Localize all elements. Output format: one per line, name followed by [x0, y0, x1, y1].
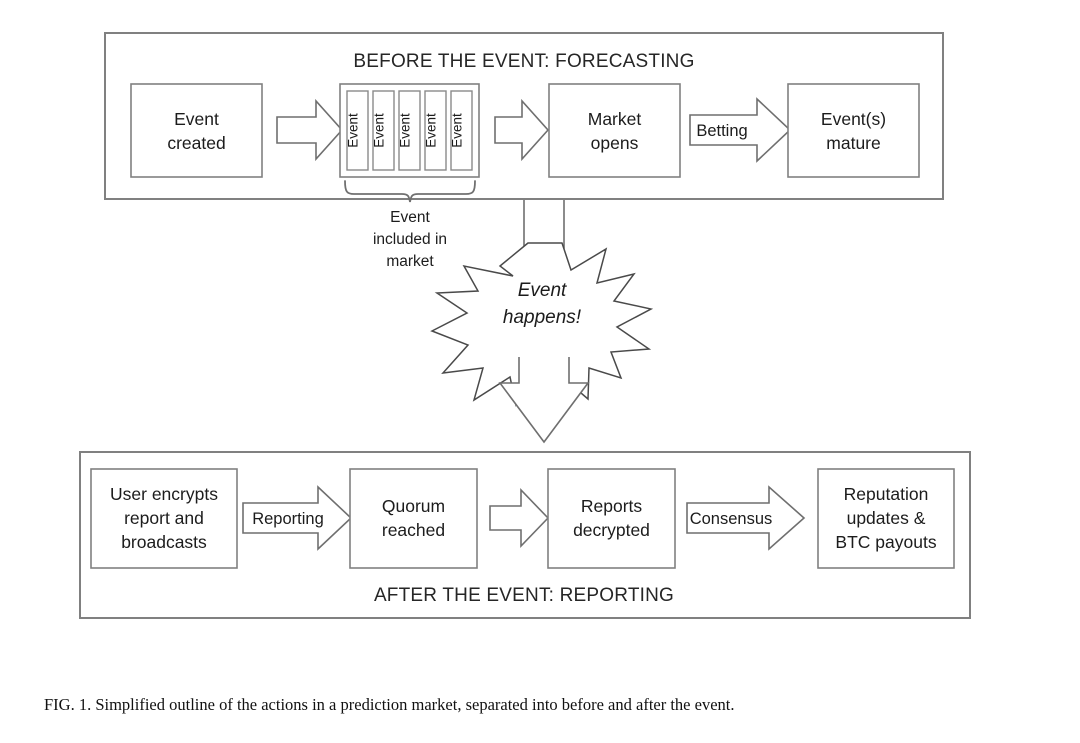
box-market-opens-line2: opens [591, 133, 639, 153]
event-stack-item-5[interactable] [450, 90, 473, 171]
box-reputation-payouts[interactable] [817, 468, 955, 569]
box-market-opens-line1: Market [588, 109, 642, 129]
event-stack-item-5-label: Event [450, 113, 465, 148]
arrow-decrypt-to-payouts [686, 485, 806, 551]
arrow-encrypt-to-quorum [242, 485, 353, 551]
arrow-stack-to-market [494, 98, 550, 162]
box-events-mature[interactable] [787, 83, 920, 178]
box-user-encrypts-line3: broadcasts [121, 532, 207, 552]
box-event-created-line2: created [167, 133, 225, 153]
arrow-decrypt-to-payouts-label: Consensus [690, 510, 773, 528]
box-reputation-payouts-line2: updates & [847, 508, 926, 528]
arrow-market-to-mature [689, 97, 792, 163]
arrow-burst-to-reporting [498, 357, 590, 444]
event-stack-item-4[interactable] [424, 90, 447, 171]
box-reputation-payouts-line3: BTC payouts [835, 532, 936, 552]
event-stack-item-2[interactable] [372, 90, 395, 171]
after-event-panel-title: AFTER THE EVENT: REPORTING [374, 585, 674, 606]
event-stack-item-4-label: Event [424, 113, 439, 148]
box-reputation-payouts-line1: Reputation [844, 484, 929, 504]
event-stack-item-1[interactable] [346, 90, 369, 171]
burst-label-line1: Event [518, 280, 567, 301]
box-reports-decrypted-line1: Reports [581, 496, 643, 516]
after-event-panel [79, 451, 971, 619]
event-stack-item-3[interactable] [398, 90, 421, 171]
brace-label-line3: market [386, 253, 434, 270]
box-market-opens[interactable] [548, 83, 681, 178]
before-event-panel-title: BEFORE THE EVENT: FORECASTING [353, 51, 694, 72]
arrow-quorum-to-decrypt [489, 488, 550, 548]
brace-label-line1: Event [390, 209, 430, 226]
event-stack-item-3-label: Event [398, 113, 413, 148]
box-reports-decrypted[interactable] [547, 468, 676, 569]
box-user-encrypts[interactable] [90, 468, 238, 569]
box-quorum-reached-line2: reached [382, 520, 445, 540]
burst-label-line2: happens! [503, 307, 582, 328]
arrow-shaft-into-burst [523, 200, 565, 249]
event-stack-brace [344, 180, 476, 203]
arrow-encrypt-to-quorum-label: Reporting [252, 510, 324, 528]
box-event-created-line1: Event [174, 109, 219, 129]
box-reports-decrypted-line2: decrypted [573, 520, 650, 540]
box-user-encrypts-line1: User encrypts [110, 484, 218, 504]
prediction-market-flow-diagram: BEFORE THE EVENT: FORECASTING Event crea… [79, 32, 971, 619]
box-events-mature-line1: Event(s) [821, 109, 886, 129]
figure-caption: FIG. 1. Simplified outline of the action… [44, 695, 735, 714]
box-quorum-reached[interactable] [349, 468, 478, 569]
brace-label-line2: included in [373, 231, 447, 248]
before-event-panel [104, 32, 944, 200]
arrow-created-to-stack [276, 98, 344, 162]
box-user-encrypts-line2: report and [124, 508, 204, 528]
box-quorum-reached-line1: Quorum [382, 496, 445, 516]
box-event-created[interactable] [130, 83, 263, 178]
box-events-mature-line2: mature [826, 133, 880, 153]
event-stack-item-2-label: Event [372, 113, 387, 148]
event-stack-item-1-label: Event [346, 113, 361, 148]
arrow-market-to-mature-label: Betting [696, 122, 747, 140]
